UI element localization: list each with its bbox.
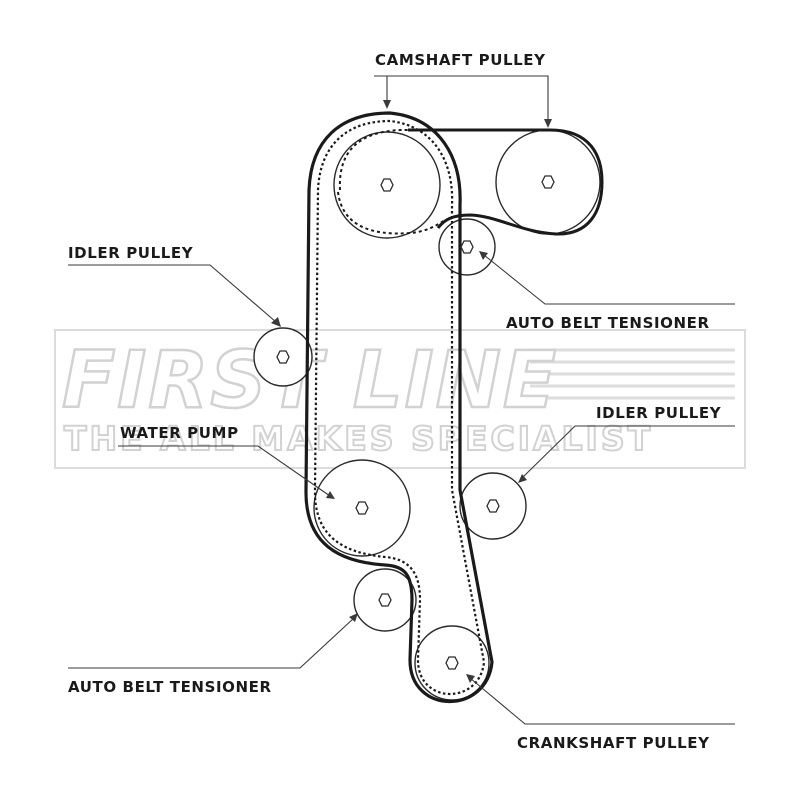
hex-icon	[460, 240, 474, 254]
hex-icon	[276, 350, 290, 364]
arrow-icon	[466, 674, 475, 683]
leaders	[68, 75, 735, 725]
arrow-icon	[349, 613, 358, 622]
arrow-icon	[544, 119, 552, 128]
watermark-stripes	[530, 348, 735, 400]
arrow-icon	[271, 317, 281, 327]
timing-belt	[304, 111, 604, 704]
hex-icon	[355, 501, 369, 515]
arrow-icon	[383, 100, 391, 109]
watermark: FIRST LINE THE ALL MAKES SPECIALIST	[54, 329, 746, 469]
hex-icon	[541, 175, 555, 189]
arrow-icon	[479, 251, 488, 260]
hex-icon	[486, 499, 500, 513]
arrow-icon	[326, 491, 335, 499]
label-auto-belt-tensioner-top: AUTO BELT TENSIONER	[506, 314, 710, 332]
label-auto-belt-tensioner-bottom: AUTO BELT TENSIONER	[68, 678, 272, 696]
label-water-pump: WATER PUMP	[120, 424, 239, 442]
belt-inner-teeth	[313, 119, 486, 695]
belt-outer	[304, 111, 494, 704]
labels: CAMSHAFT PULLEY IDLER PULLEY AUTO BELT T…	[68, 51, 722, 752]
belt-cam-inner	[338, 129, 430, 191]
hex-icon	[378, 593, 392, 607]
watermark-brand: FIRST LINE	[62, 336, 558, 426]
belt-cam-loop	[408, 128, 604, 236]
label-crankshaft-pulley: CRANKSHAFT PULLEY	[517, 734, 710, 752]
watermark-tagline: THE ALL MAKES SPECIALIST	[64, 419, 653, 458]
hex-icon	[380, 178, 394, 192]
hubs	[276, 175, 555, 670]
watermark-frame	[54, 329, 746, 469]
label-idler-pulley-left: IDLER PULLEY	[68, 244, 194, 262]
hex-icon	[445, 656, 459, 670]
label-camshaft-pulley: CAMSHAFT PULLEY	[375, 51, 546, 69]
label-idler-pulley-right: IDLER PULLEY	[596, 404, 722, 422]
arrow-icon	[518, 474, 527, 483]
